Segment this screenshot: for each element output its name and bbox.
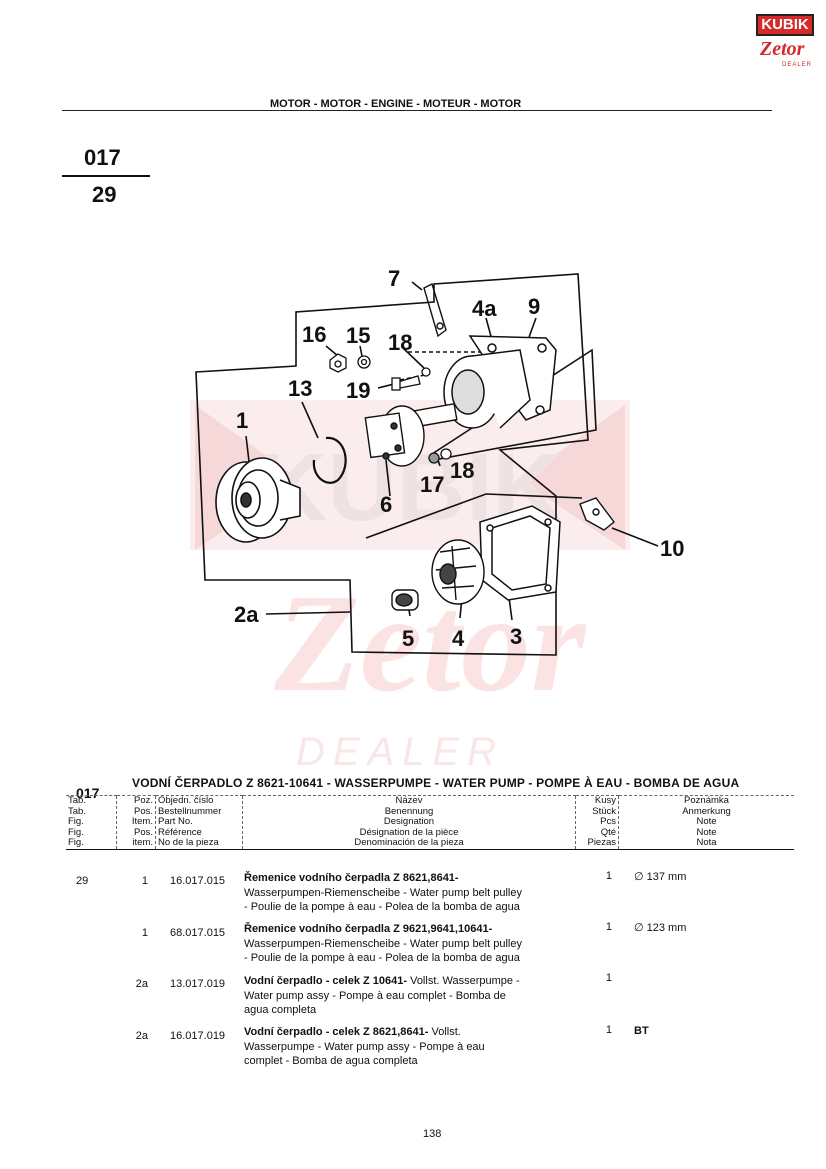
row4-note: BT — [634, 1025, 649, 1037]
zetor-logo-text: Zetor — [760, 38, 805, 60]
row1-part-number: 16.017.015 — [170, 875, 226, 887]
kubik-zetor-logo: KUBIK Zetor DEALER — [756, 14, 814, 70]
callout-4: 4 — [452, 626, 465, 651]
header-tab: Tab.Tab.Fig.Fig.Fig. — [66, 795, 117, 850]
row2-note: ∅ 123 mm — [634, 922, 687, 934]
row4-qty: 1 — [605, 1024, 612, 1036]
header-rule — [62, 110, 772, 111]
callout-7: 7 — [388, 266, 400, 291]
section-title: VODNÍ ČERPADLO Z 8621-10641 - WASSERPUMP… — [132, 776, 740, 790]
row1-note: ∅ 137 mm — [634, 871, 687, 883]
row3-pos: 2a — [135, 978, 148, 990]
dealer-logo-text: DEALER — [782, 62, 813, 68]
row2-pos: 1 — [141, 927, 148, 939]
row3-qty: 1 — [605, 972, 612, 984]
kubik-logo-text: KUBIK — [756, 14, 814, 36]
row4-pos: 2a — [135, 1030, 148, 1042]
row3-description: Vodní čerpadlo - celek Z 10641- Vollst. … — [244, 975, 520, 1016]
parts-table-header: Tab.Tab.Fig.Fig.Fig. Poz.Pos.Item.Pos.it… — [66, 795, 794, 850]
callout-4a: 4a — [472, 296, 497, 321]
row4-part-number: 16.017.019 — [170, 1030, 226, 1042]
code-divider — [62, 175, 150, 177]
watermark-dealer-text: DEALER — [296, 730, 504, 774]
callout-13: 13 — [288, 376, 312, 401]
row2-qty: 1 — [605, 921, 612, 933]
row1-description: Řemenice vodního čerpadla Z 8621,8641- W… — [244, 872, 522, 913]
callout-9: 9 — [528, 294, 540, 319]
row1-tab: 29 — [76, 875, 89, 887]
callout-1: 1 — [236, 408, 248, 433]
figure-number: 29 — [92, 182, 117, 207]
callout-16: 16 — [302, 322, 326, 347]
header-pos: Poz.Pos.Item.Pos.item. — [116, 795, 156, 850]
callout-15: 15 — [346, 323, 370, 348]
row2-description: Řemenice vodního čerpadla Z 9621,9641,10… — [244, 923, 522, 964]
row3-part-number: 13.017.019 — [170, 978, 226, 990]
row1-pos: 1 — [141, 875, 148, 887]
row4-description: Vodní čerpadlo - celek Z 8621,8641- Voll… — [244, 1026, 485, 1067]
water-pump-exploded-diagram: 7 4a 9 16 15 18 13 19 1 6 17 18 10 2a 5 … — [195, 266, 684, 656]
callout-3: 3 — [510, 624, 522, 649]
callout-18b: 18 — [450, 458, 474, 483]
row1-qty: 1 — [605, 870, 612, 882]
callout-2a: 2a — [234, 602, 259, 627]
page-number: 138 — [423, 1128, 442, 1140]
callout-10: 10 — [660, 536, 684, 561]
page-header-title: MOTOR - MOTOR - ENGINE - MOTEUR - MOTOR — [270, 98, 522, 110]
group-code: 017 — [84, 145, 121, 170]
callout-18: 18 — [388, 330, 412, 355]
callout-6: 6 — [380, 492, 392, 517]
row2-part-number: 68.017.015 — [170, 927, 226, 939]
callout-19: 19 — [346, 378, 370, 403]
callout-5: 5 — [402, 626, 414, 651]
callout-17: 17 — [420, 472, 444, 497]
